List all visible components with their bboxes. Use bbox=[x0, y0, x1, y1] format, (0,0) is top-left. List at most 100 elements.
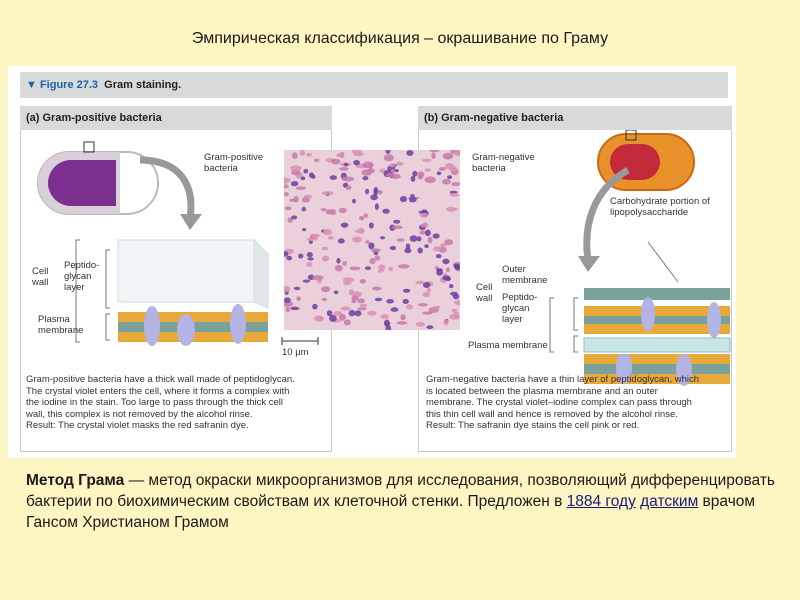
caption-b: Gram-negative bacteria have a thin layer… bbox=[426, 374, 730, 432]
stained-cell-pink bbox=[365, 240, 370, 243]
stained-cell-pink bbox=[286, 307, 290, 313]
caption-b-line: is located between the plasma membrane a… bbox=[426, 386, 730, 398]
stained-cell-pink bbox=[406, 304, 413, 310]
stained-cell-pink bbox=[315, 316, 324, 322]
stained-cell-pink bbox=[290, 165, 301, 171]
stained-cell-purple bbox=[406, 150, 413, 156]
stained-cell-pink bbox=[378, 264, 385, 270]
stained-cell-pink bbox=[350, 267, 361, 271]
gram-positive-cell bbox=[38, 142, 158, 214]
stained-cell-pink bbox=[351, 296, 358, 301]
stained-cell-purple bbox=[302, 228, 306, 231]
stained-cell-purple bbox=[309, 172, 314, 178]
stained-cell-purple bbox=[384, 320, 390, 327]
stained-cell-pink bbox=[293, 196, 298, 202]
stained-cell-pink bbox=[359, 304, 367, 307]
stained-cell-pink bbox=[344, 320, 351, 326]
stained-cell-purple bbox=[286, 256, 292, 261]
stained-cell-pink bbox=[343, 277, 354, 282]
caption-a-line: The crystal violet enters the cell, wher… bbox=[26, 386, 326, 398]
cell-wall-label-a: Cell wall bbox=[32, 266, 62, 288]
outer-membrane-label: Outer membrane bbox=[502, 264, 550, 286]
stained-cell-purple bbox=[362, 176, 368, 180]
gram-negative-diagram bbox=[418, 130, 732, 370]
stained-cell-purple bbox=[374, 187, 378, 193]
caption-a-line: Gram-positive bacteria have a thick wall… bbox=[26, 374, 326, 386]
year-link[interactable]: 1884 году bbox=[567, 493, 636, 510]
stained-cell-pink bbox=[292, 152, 298, 159]
cell-wall-label-b: Cell wall bbox=[476, 282, 504, 304]
micrograph-label-gram-positive: Gram-positive bacteria bbox=[204, 152, 274, 174]
caption-b-line: membrane. The crystal violet–iodine comp… bbox=[426, 397, 730, 409]
stained-cell-purple bbox=[294, 287, 301, 290]
stained-cell-pink bbox=[360, 279, 366, 283]
stained-cell-pink bbox=[296, 186, 306, 190]
stained-cell-pink bbox=[398, 264, 410, 268]
nationality-link[interactable]: датским bbox=[640, 493, 698, 510]
stained-cell-purple bbox=[338, 238, 345, 243]
stained-cell-purple bbox=[375, 298, 382, 302]
caption-b-line: Gram-negative bacteria have a thin layer… bbox=[426, 374, 730, 386]
stained-cell-pink bbox=[354, 230, 361, 233]
panel-b-title: (b) Gram-negative bacteria bbox=[418, 106, 732, 130]
stained-cell-purple bbox=[284, 297, 291, 303]
stained-cell-pink bbox=[367, 311, 376, 316]
figure-title: Gram staining. bbox=[104, 79, 181, 91]
stained-cell-pink bbox=[341, 307, 351, 311]
caption-a-line: the iodine in the stain. Too large to pa… bbox=[26, 397, 326, 409]
stained-cell-purple bbox=[382, 209, 389, 214]
description-text: Метод Грама — метод окраски микроорганиз… bbox=[26, 470, 786, 533]
caption-a: Gram-positive bacteria have a thick wall… bbox=[26, 374, 326, 432]
stained-cell-purple bbox=[365, 266, 371, 270]
stained-cell-purple bbox=[307, 257, 313, 260]
stained-cell-pink bbox=[354, 152, 365, 156]
stained-cell-pink bbox=[357, 307, 367, 310]
stained-cell-pink bbox=[310, 234, 320, 238]
method-name: Метод Грама bbox=[26, 472, 124, 489]
stained-cell-pink bbox=[284, 192, 289, 196]
figure-header: ▼ Figure 27.3 Gram staining. bbox=[20, 72, 728, 98]
stained-cell-pink bbox=[314, 159, 320, 163]
plasma-membrane-label-b: Plasma membrane bbox=[468, 340, 578, 351]
stained-cell-purple bbox=[302, 207, 306, 212]
stained-cell-pink bbox=[322, 298, 327, 301]
stained-cell-purple bbox=[375, 203, 379, 210]
stained-cell-purple bbox=[352, 199, 356, 204]
stained-cell-pink bbox=[339, 314, 346, 321]
stained-cell-pink bbox=[285, 206, 292, 210]
stained-cell-pink bbox=[397, 238, 405, 242]
stained-cell-pink bbox=[321, 208, 327, 211]
stained-cell-purple bbox=[301, 177, 305, 181]
stained-cell-purple bbox=[380, 236, 385, 239]
stained-cell-pink bbox=[339, 208, 347, 213]
stained-cell-purple bbox=[409, 197, 417, 203]
caption-b-line: Result: The safranin dye stains the cell… bbox=[426, 420, 730, 432]
stained-cell-pink bbox=[357, 299, 365, 304]
stained-cell-purple bbox=[291, 181, 298, 186]
stained-cell-pink bbox=[372, 287, 382, 291]
carbohydrate-label: Carbohydrate portion of lipopolysacchari… bbox=[610, 196, 728, 218]
caption-a-line: Result: The crystal violet masks the red… bbox=[26, 420, 326, 432]
peptidoglycan-layer-a bbox=[118, 240, 268, 308]
stained-cell-purple bbox=[353, 160, 360, 165]
stained-cell-purple bbox=[298, 254, 303, 259]
plasma-membrane-a bbox=[118, 304, 268, 346]
scale-bar-label: 10 µm bbox=[282, 347, 309, 358]
stained-cell-purple bbox=[403, 299, 409, 304]
stained-cell-pink bbox=[322, 247, 329, 251]
stained-cell-pink bbox=[302, 197, 310, 202]
figure-number: ▼ Figure 27.3 bbox=[26, 79, 98, 91]
stained-cell-pink bbox=[306, 153, 312, 157]
stained-cell-purple bbox=[334, 291, 339, 295]
stained-cell-purple bbox=[291, 215, 297, 219]
stained-cell-purple bbox=[386, 299, 394, 304]
stained-cell-purple bbox=[410, 194, 414, 197]
stained-cell-pink bbox=[386, 173, 396, 177]
stained-cell-pink bbox=[323, 229, 332, 235]
scale-bar bbox=[278, 336, 328, 346]
slide-title: Эмпирическая классификация – окрашивание… bbox=[0, 30, 800, 48]
stained-cell-purple bbox=[365, 189, 369, 195]
caption-b-line: this thin cell wall and hence is removed… bbox=[426, 409, 730, 421]
stained-cell-pink bbox=[384, 154, 394, 161]
lipopolysaccharide-layer bbox=[584, 288, 730, 338]
